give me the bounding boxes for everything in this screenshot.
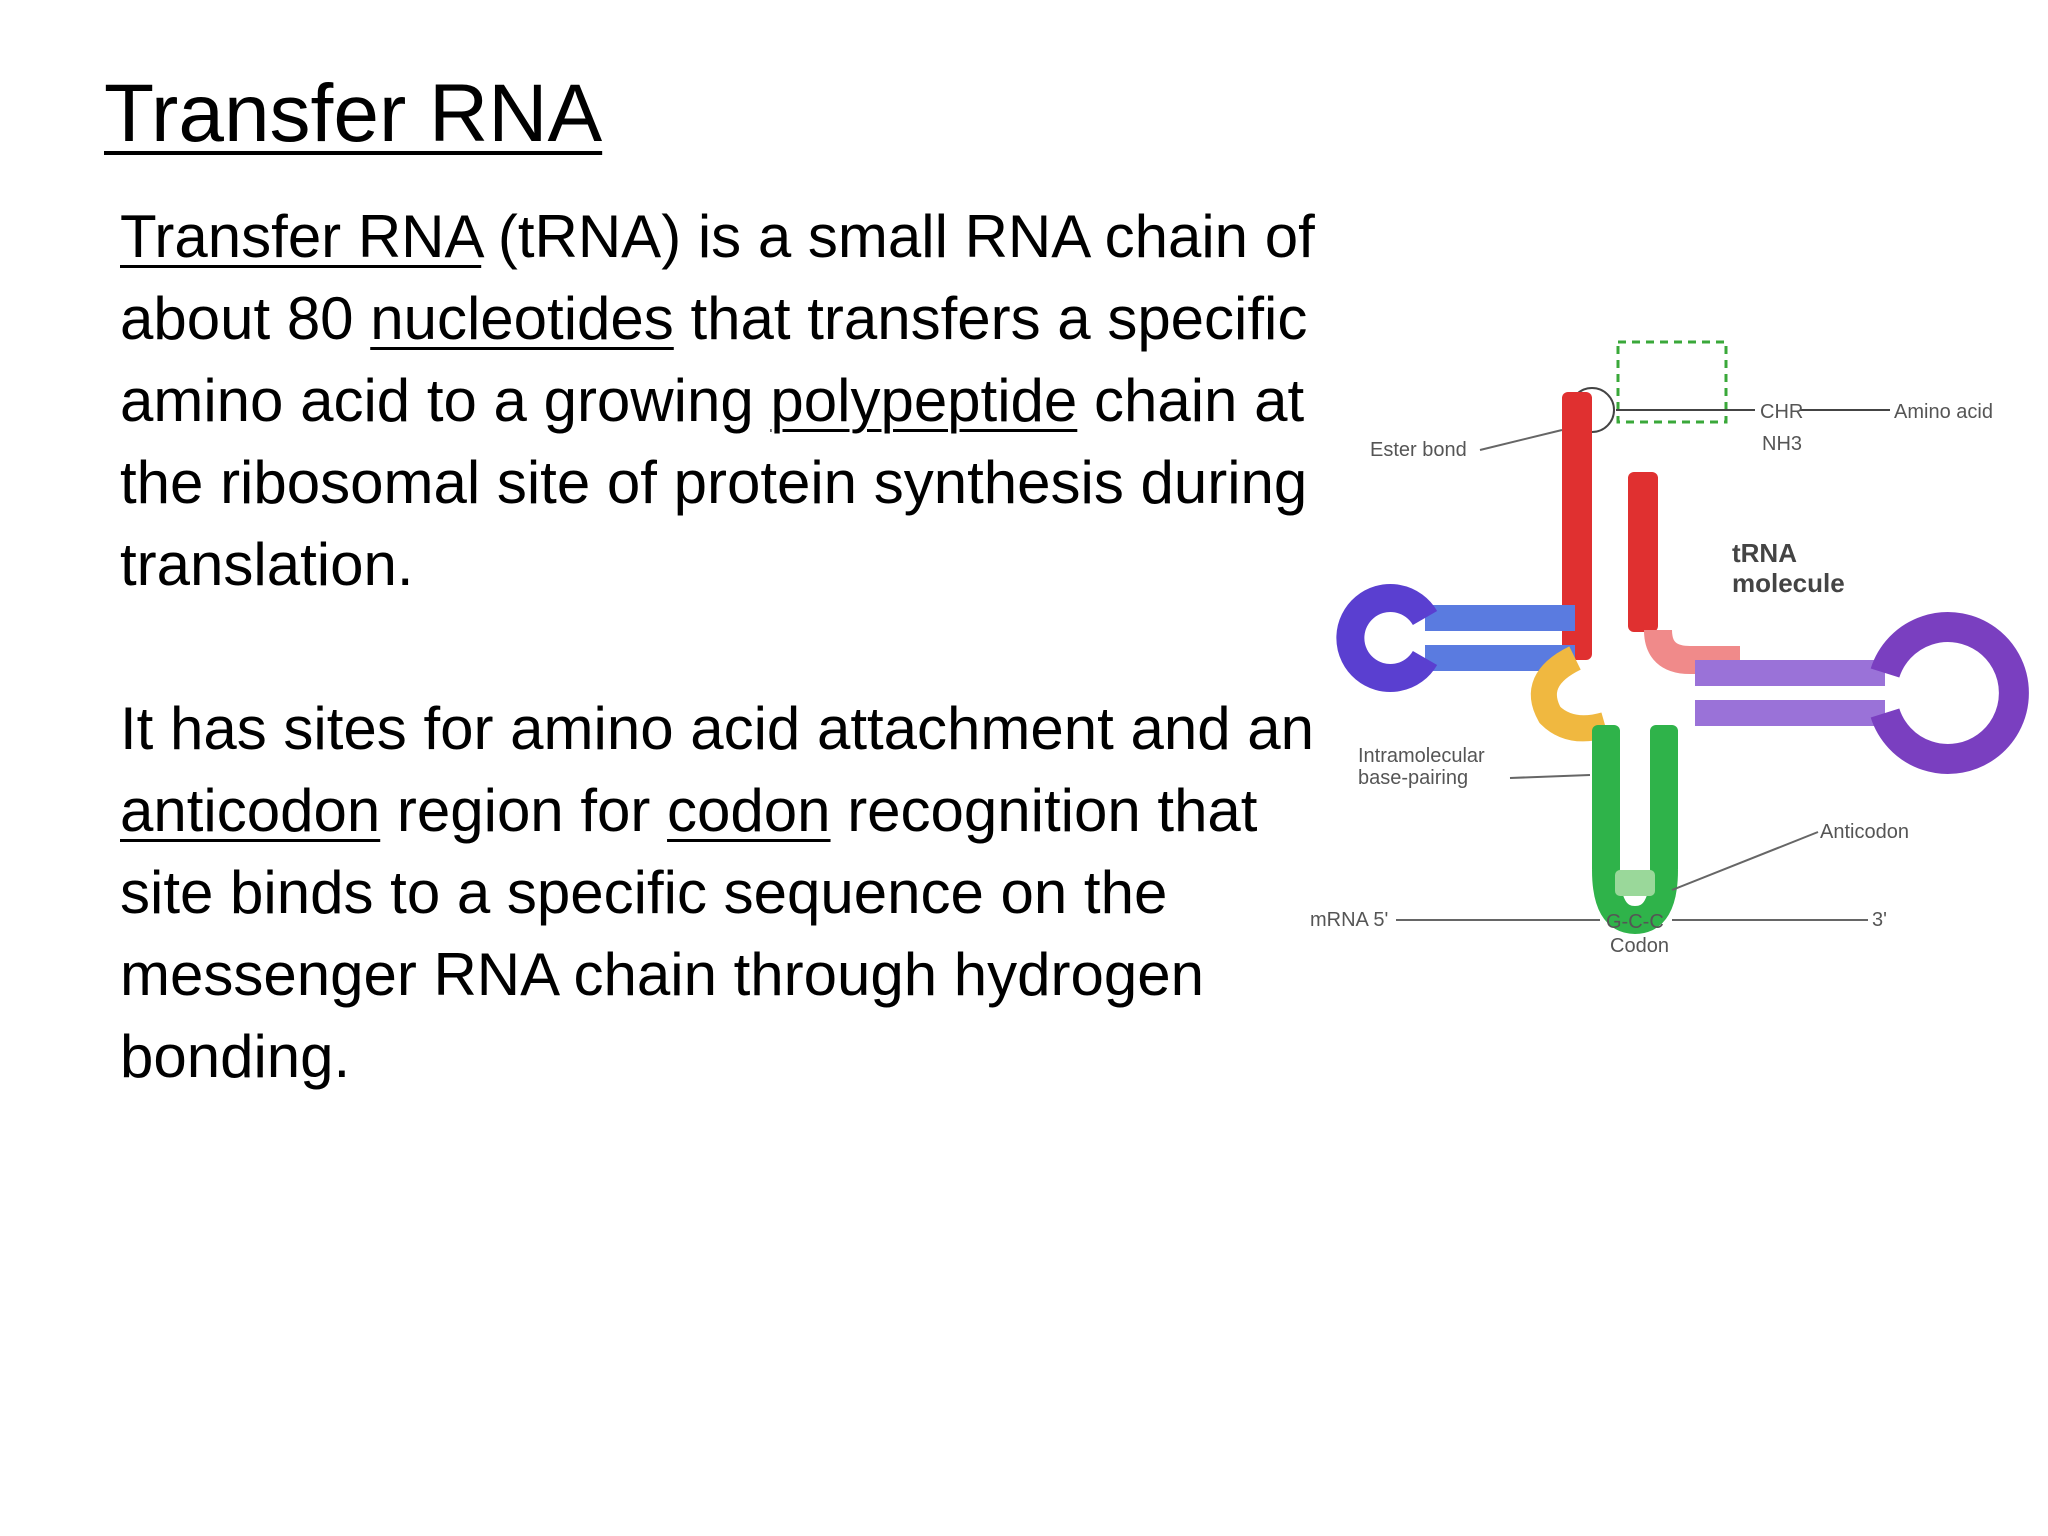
d-loop	[1336, 584, 1438, 692]
acceptor-to-t-arm	[1644, 629, 1740, 674]
anticodon-pointer	[1671, 831, 1819, 891]
variable-loop	[1530, 646, 1609, 742]
text-segment: region for	[380, 777, 668, 844]
attachment-box	[1616, 340, 1728, 424]
slide-body: Transfer RNA (tRNA) is a small RNA chain…	[120, 196, 1330, 1098]
ester-bond-pointer	[1479, 429, 1563, 451]
trna-diagram-svg: CHR NH3 Amino acid Ester bond tRNA molec…	[1310, 340, 2029, 957]
acceptor-stem-5prime	[1628, 472, 1658, 632]
trna-label-line2: molecule	[1732, 568, 1845, 598]
nh3-label: NH3	[1762, 433, 1802, 455]
text-segment: recognition that site binds to a specifi…	[120, 777, 1258, 1090]
anticodon-loop	[1592, 869, 1678, 935]
trna-diagram: CHR NH3 Amino acid Ester bond tRNA molec…	[1300, 330, 2048, 970]
d-arm-top	[1425, 605, 1575, 631]
link-nucleotides[interactable]: nucleotides	[370, 285, 674, 352]
codon-sequence: G-C-C	[1606, 911, 1664, 933]
anticodon-label: Anticodon	[1820, 821, 1909, 843]
slide-title: Transfer RNA	[104, 68, 603, 159]
anticodon-stem-left	[1592, 725, 1620, 875]
anticodon-stem-right	[1650, 725, 1678, 875]
text-segment: chain at the ribosomal site of protein s…	[120, 367, 1308, 598]
codon-label: Codon	[1610, 935, 1669, 957]
t-arm-bottom	[1695, 700, 1885, 726]
link-polypeptide[interactable]: polypeptide	[770, 367, 1078, 434]
intramolecular-label-1: Intramolecular	[1358, 745, 1485, 767]
text-segment: that transfers a specific amino acid to …	[120, 285, 1308, 434]
ester-bond-label: Ester bond	[1370, 439, 1467, 461]
acceptor-stem-3prime	[1562, 392, 1592, 660]
trna-label-line1: tRNA	[1732, 538, 1797, 568]
link-anticodon[interactable]: anticodon	[120, 777, 381, 844]
three-prime-label: 3'	[1872, 909, 1887, 931]
link-transfer-rna[interactable]: Transfer RNA	[120, 203, 482, 270]
text-segment: (tRNA) is a small RNA chain of about 80	[120, 203, 1315, 352]
mrna-label: mRNA 5'	[1310, 909, 1388, 931]
t-arm-top	[1695, 660, 1885, 686]
text-segment: It has sites for amino acid attachment a…	[120, 695, 1314, 762]
paragraph-function: It has sites for amino acid attachment a…	[120, 688, 1330, 1098]
intramolecular-pointer	[1509, 774, 1591, 779]
t-loop	[1870, 612, 2029, 774]
amino-acid-label: Amino acid	[1894, 401, 1993, 423]
anticodon-bases	[1615, 870, 1655, 896]
chr-label: CHR	[1760, 401, 1803, 423]
intramolecular-label-2: base-pairing	[1358, 767, 1468, 789]
link-codon[interactable]: codon	[667, 777, 831, 844]
paragraph-definition: Transfer RNA (tRNA) is a small RNA chain…	[120, 196, 1330, 606]
